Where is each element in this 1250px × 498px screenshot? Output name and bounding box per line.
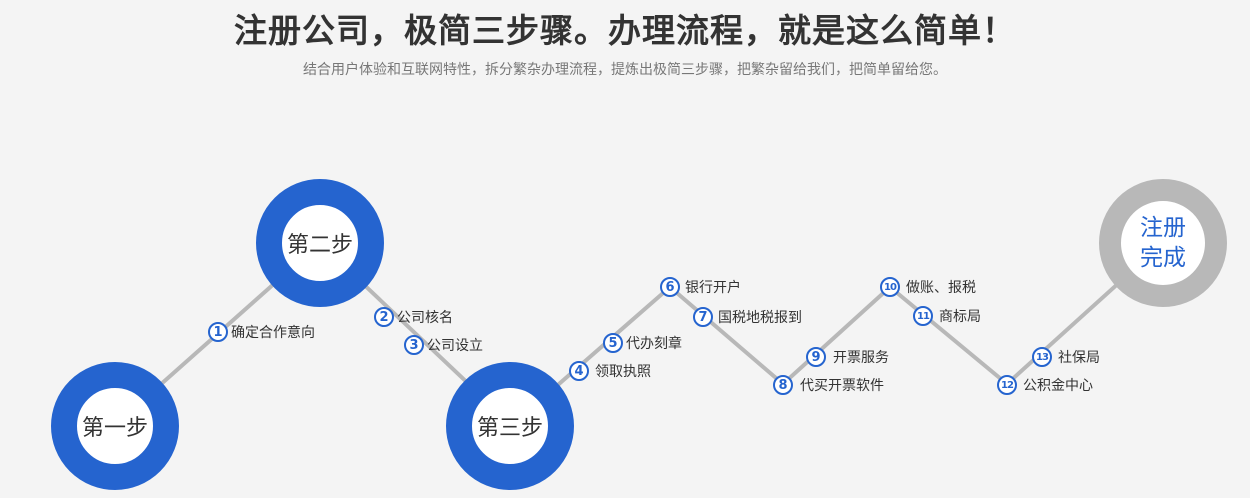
step-number: 8 — [773, 375, 793, 395]
step-label: 社保局 — [1058, 350, 1100, 366]
step-label: 做账、报税 — [906, 280, 976, 296]
stage-step1-label: 第一步 — [81, 416, 148, 441]
step-3: 3 公司设立 — [404, 335, 483, 355]
step-10: 10 做账、报税 — [880, 277, 976, 297]
step-number: 11 — [913, 306, 933, 326]
step-label: 代买开票软件 — [800, 378, 884, 394]
step-number: 4 — [569, 361, 589, 381]
step-13: 13 社保局 — [1032, 347, 1100, 367]
stage-step3-label: 第三步 — [476, 416, 543, 441]
step-1: 1 确定合作意向 — [208, 322, 315, 342]
step-number: 10 — [880, 277, 900, 297]
step-label: 国税地税报到 — [718, 310, 802, 326]
page-title: 注册公司，极简三步骤。办理流程，就是这么简单！ — [234, 11, 1016, 50]
step-number: 12 — [997, 375, 1017, 395]
step-12: 12 公积金中心 — [997, 375, 1093, 395]
step-label: 公积金中心 — [1023, 378, 1093, 394]
page-subtitle: 结合用户体验和互联网特性，拆分繁杂办理流程，提炼出极简三步骤，把繁杂留给我们，把… — [303, 62, 947, 78]
step-4: 4 领取执照 — [569, 361, 651, 381]
stage-step2-label: 第二步 — [286, 233, 353, 258]
step-2: 2 公司核名 — [374, 307, 453, 327]
stage-step1: 第一步 — [51, 362, 179, 490]
step-number: 2 — [374, 307, 394, 327]
step-number: 6 — [660, 277, 680, 297]
step-8: 8 代买开票软件 — [773, 375, 884, 395]
stage-step2: 第二步 — [256, 179, 384, 307]
step-number: 3 — [404, 335, 424, 355]
step-label: 开票服务 — [833, 350, 889, 366]
step-label: 商标局 — [939, 309, 981, 325]
step-number: 7 — [693, 307, 713, 327]
step-label: 银行开户 — [685, 280, 741, 296]
step-number: 1 — [208, 322, 228, 342]
step-label: 公司核名 — [397, 310, 453, 326]
step-number: 5 — [603, 333, 623, 353]
step-label: 代办刻章 — [626, 336, 682, 352]
step-5: 5 代办刻章 — [603, 333, 682, 353]
step-number: 13 — [1032, 347, 1052, 367]
stage-complete-line2: 完成 — [1140, 245, 1186, 271]
step-11: 11 商标局 — [913, 306, 981, 326]
stage-complete-line1: 注册 — [1140, 215, 1186, 241]
stage-step3: 第三步 — [446, 362, 574, 490]
step-label: 领取执照 — [595, 364, 651, 380]
step-9: 9 开票服务 — [806, 347, 889, 367]
step-6: 6 银行开户 — [660, 277, 741, 297]
step-number: 9 — [806, 347, 826, 367]
step-label: 公司设立 — [427, 338, 483, 354]
step-7: 7 国税地税报到 — [693, 307, 802, 327]
stage-complete: 注册完成 — [1099, 179, 1227, 307]
stage-complete-label: 注册完成 — [1140, 213, 1186, 273]
step-label: 确定合作意向 — [231, 325, 315, 341]
